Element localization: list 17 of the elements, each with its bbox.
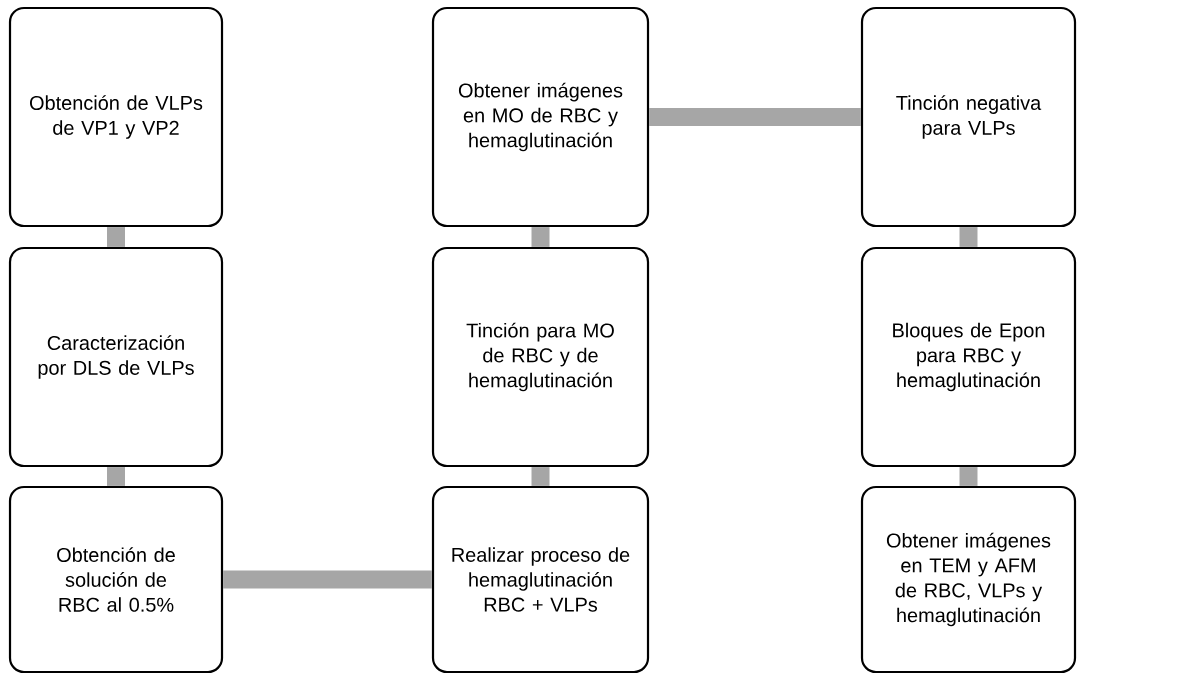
connector-bar (223, 570, 432, 589)
process-box: Obtención de solución de RBC al 0.5% (8, 485, 224, 674)
connector-bar (959, 227, 978, 247)
process-box: Obtener imágenes en TEM y AFM de RBC, VLPs y hemaglutinación (860, 485, 1077, 674)
connector-bar (531, 467, 550, 486)
process-box: Tinción negativa para VLPs (860, 6, 1077, 228)
connector-bar (531, 227, 550, 247)
connector-bar (649, 108, 861, 126)
connector-bar (107, 467, 125, 486)
connector-bar (107, 227, 125, 247)
process-box: Obtención de VLPs de VP1 y VP2 (8, 6, 224, 228)
process-box: Tinción para MO de RBC y de hemaglutinación (431, 246, 650, 468)
process-box: Obtener imágenes en MO de RBC y hemaglutinación (431, 6, 650, 228)
connector-bar (959, 467, 978, 486)
process-box: Realizar proceso de hemaglutinación RBC + VLPs (431, 485, 650, 674)
process-box: Caracterización por DLS de VLPs (8, 246, 224, 468)
process-box: Bloques de Epon para RBC y hemaglutinación (860, 246, 1077, 468)
